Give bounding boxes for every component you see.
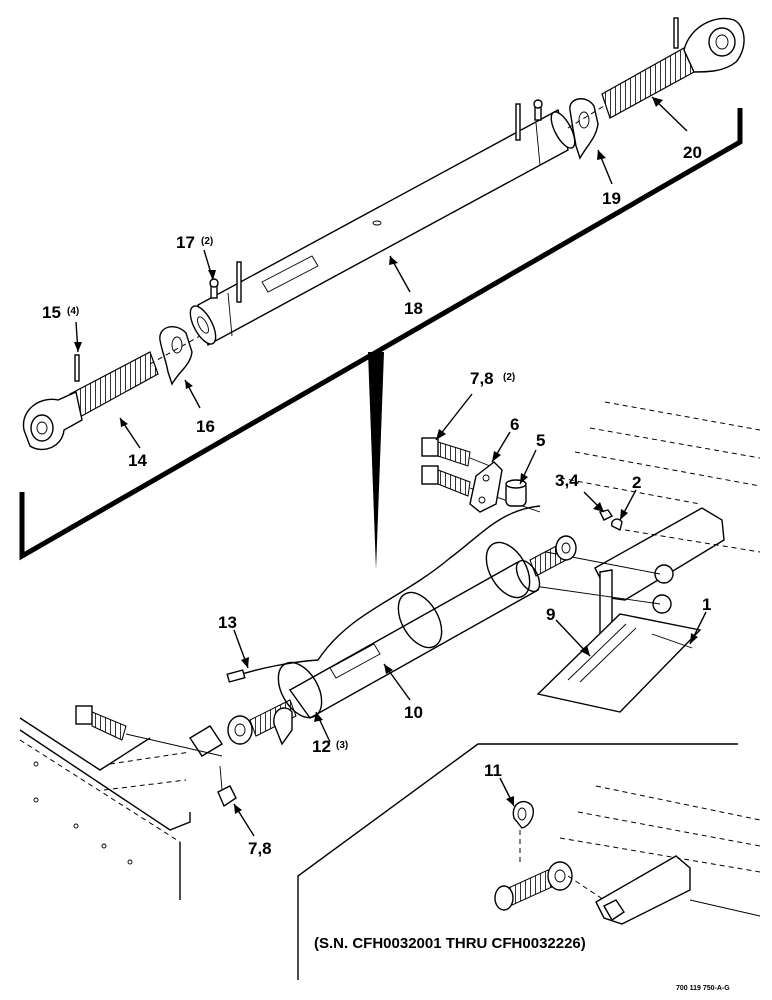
rod-end-part-20 bbox=[601, 17, 745, 119]
inset-view bbox=[297, 743, 761, 980]
view-pointer-arrow bbox=[368, 352, 384, 570]
rod-end-part-14 bbox=[22, 351, 159, 451]
plate-part-9 bbox=[536, 613, 702, 713]
clip-part-2 bbox=[610, 518, 623, 532]
callout-6: 6 bbox=[510, 415, 519, 434]
roll-pin-part-15 bbox=[74, 354, 80, 382]
callout-19: 19 bbox=[602, 189, 621, 208]
callout-17: 17 bbox=[176, 233, 195, 252]
cable-part-13 bbox=[235, 505, 541, 677]
callout-12-qty: (3) bbox=[336, 740, 348, 751]
callout-10: 11 bbox=[484, 761, 502, 780]
callout-9: 9 bbox=[546, 605, 555, 624]
washer-part-6 bbox=[469, 461, 503, 513]
callout-17-qty: (2) bbox=[201, 236, 213, 247]
grease-fitting-part-17 bbox=[209, 99, 543, 303]
leader-lines bbox=[74, 96, 707, 837]
callout-18: 18 bbox=[404, 299, 423, 318]
callout-3-4: 3,4 bbox=[555, 471, 579, 490]
callout-labels: 20 19 18 17 (2) 15 (4) 16 14 7,8 (2) 6 5… bbox=[42, 143, 711, 858]
serial-number-note: (S.N. CFH0032001 THRU CFH0032226) bbox=[314, 935, 586, 952]
tab-washer-part-19 bbox=[569, 98, 599, 160]
callout-13: 13 bbox=[218, 613, 237, 632]
callout-7-8-top-qty: (2) bbox=[503, 372, 515, 383]
left-frame bbox=[19, 705, 237, 900]
tube-part-11 bbox=[288, 559, 541, 719]
tab-washer-part-16 bbox=[159, 325, 193, 386]
exploded-view-frame bbox=[19, 108, 743, 570]
callout-7-8-top: 7,8 bbox=[470, 369, 494, 388]
assembly-rod-ends bbox=[227, 535, 577, 746]
callout-7-8-bottom: 7,8 bbox=[248, 839, 272, 858]
tube-part-18 bbox=[189, 108, 576, 347]
clamps-part-12 bbox=[277, 541, 531, 719]
callout-16: 16 bbox=[196, 417, 215, 436]
callout-1: 1 bbox=[702, 595, 711, 614]
installed-assembly bbox=[19, 401, 761, 900]
callout-15-qty: (4) bbox=[67, 306, 79, 317]
spacer-part-5 bbox=[505, 479, 527, 507]
right-frame bbox=[519, 401, 761, 643]
callout-11: 10 bbox=[404, 703, 423, 722]
callout-20: 20 bbox=[683, 143, 702, 162]
callout-14: 14 bbox=[128, 451, 147, 470]
callout-5: 5 bbox=[536, 431, 545, 450]
nut-part-3-4 bbox=[598, 509, 614, 521]
callout-15: 15 bbox=[42, 303, 61, 322]
drawing-code: 700 119 750-A-G bbox=[676, 985, 730, 992]
callout-2: 2 bbox=[632, 473, 641, 492]
exploded-parts bbox=[22, 17, 745, 451]
callout-12: 12 bbox=[312, 737, 331, 756]
